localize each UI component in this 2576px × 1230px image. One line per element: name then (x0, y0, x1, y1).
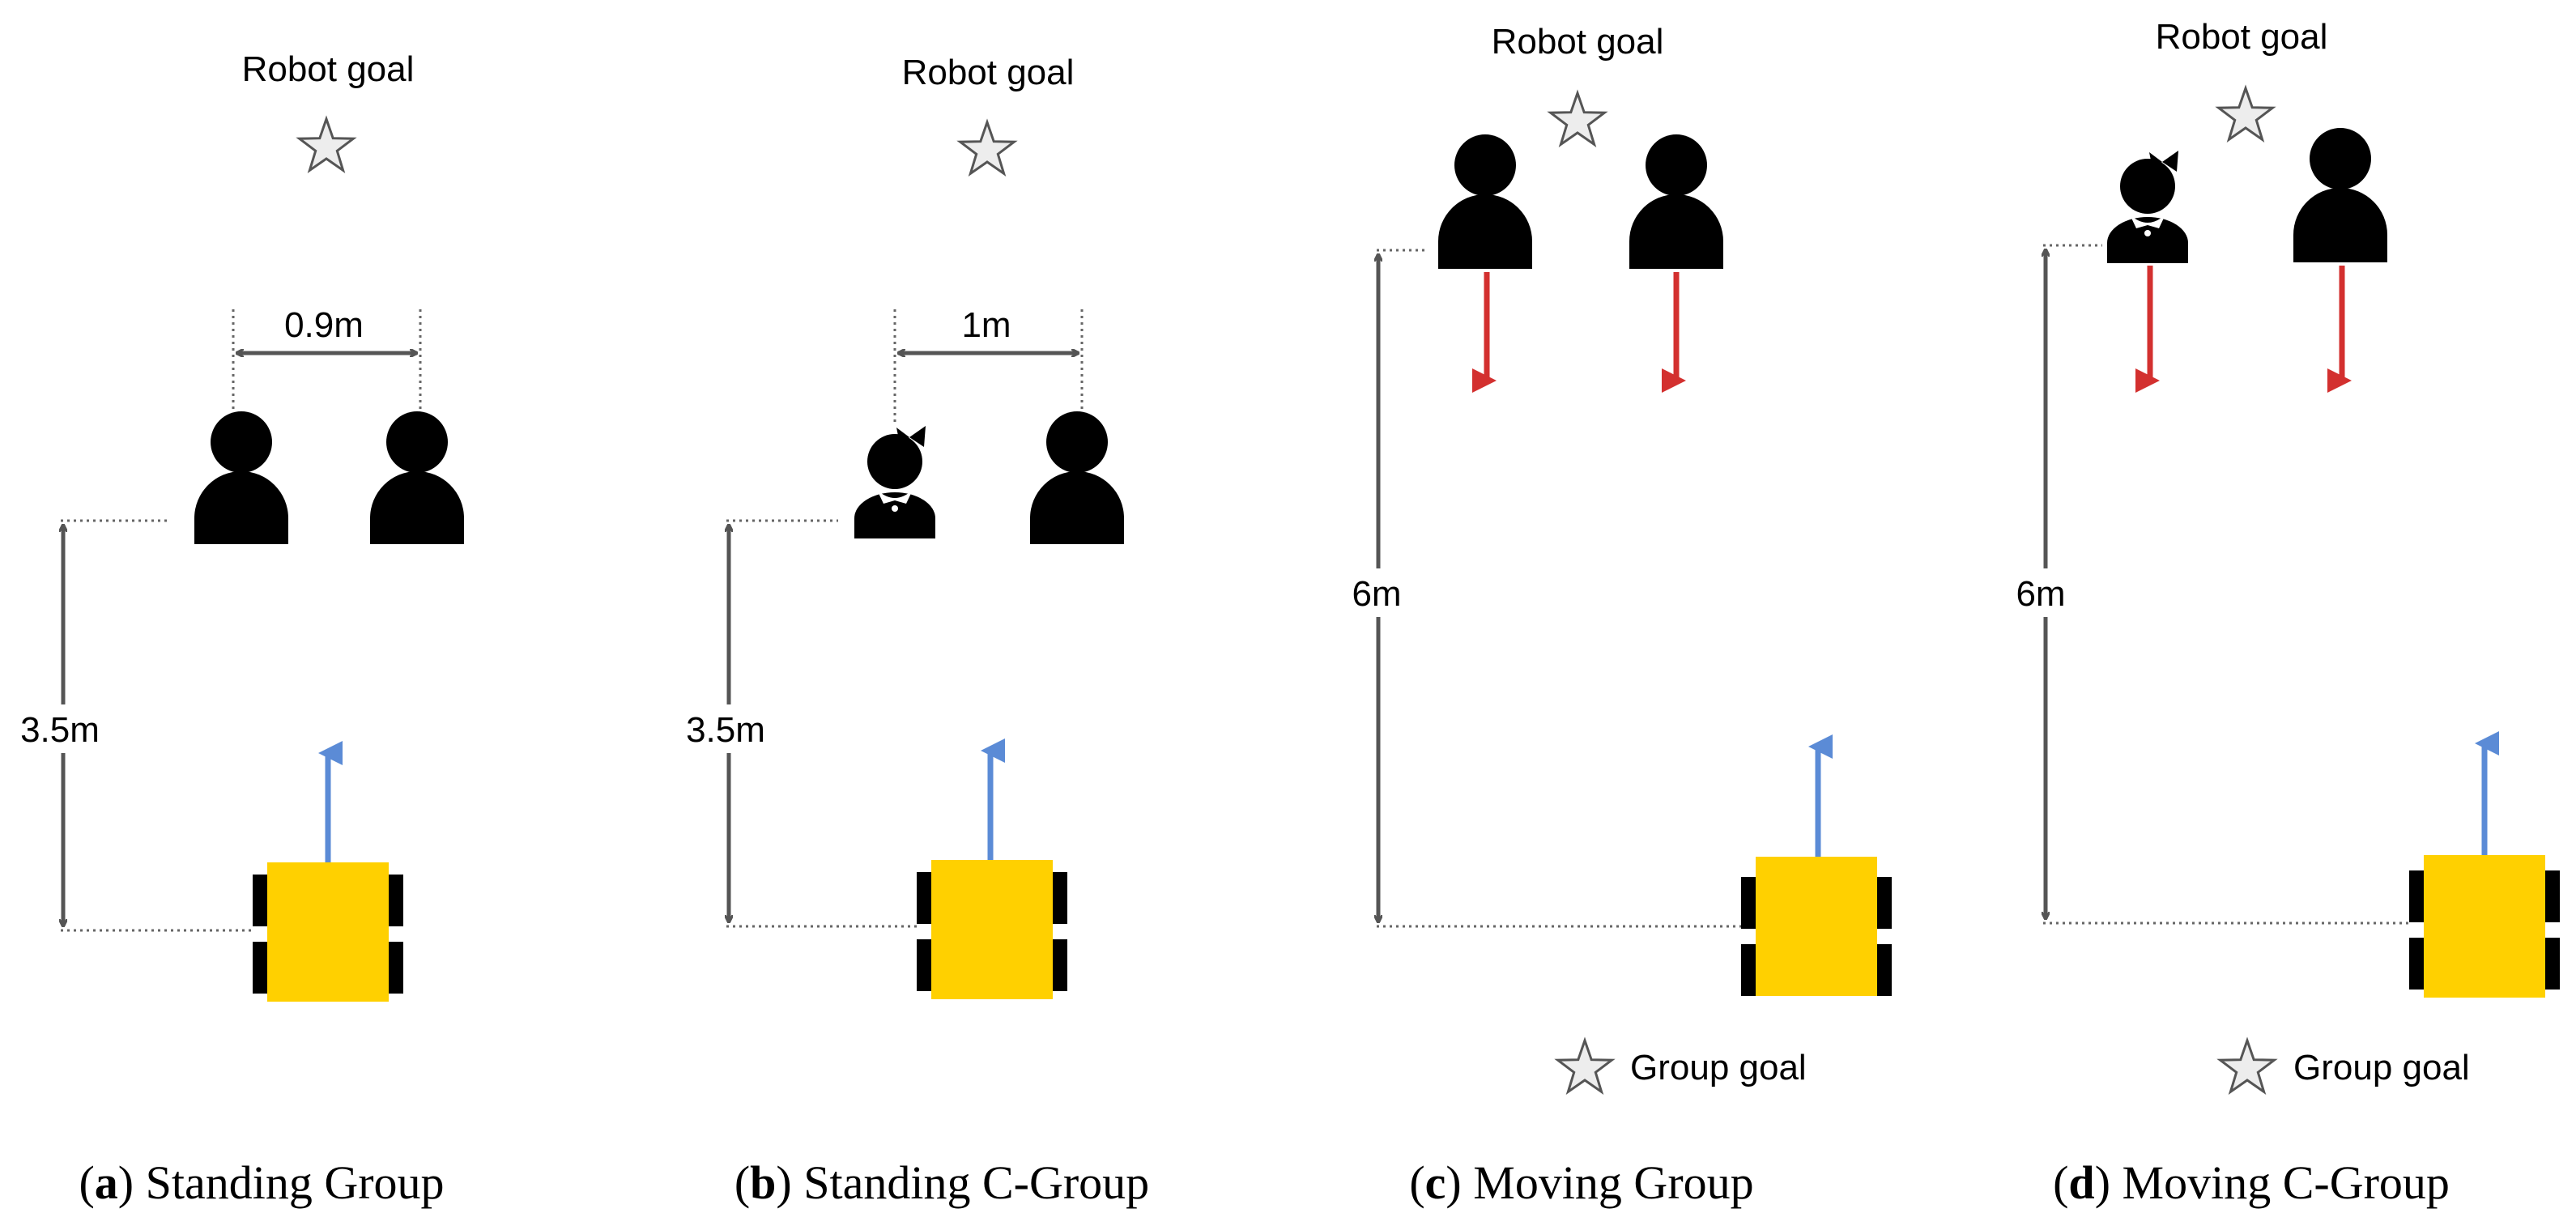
person-icon (1438, 134, 1532, 269)
panel-b: Robot goal 1m 3.5m (674, 53, 1149, 1209)
distance-label: 6m (2016, 574, 2065, 614)
panel-a: Robot goal 0.9m 3.5m (a) (8, 49, 464, 1209)
star-icon (298, 117, 355, 172)
caption-d: (d) Moving C-Group (2053, 1156, 2450, 1209)
caption-a: (a) Standing Group (79, 1156, 444, 1209)
robot-goal-label: Robot goal (2156, 17, 2328, 57)
gap-label: 0.9m (284, 305, 364, 345)
distance-label: 3.5m (20, 710, 100, 750)
caption-b: (b) Standing C-Group (734, 1156, 1149, 1209)
robot-icon (2409, 855, 2560, 998)
label-bg (2002, 568, 2087, 617)
person-icon (370, 411, 464, 544)
label-bg (8, 704, 113, 753)
group-goal-label: Group goal (1630, 1048, 1807, 1087)
star-icon (1556, 1039, 1613, 1093)
gap-label: 1m (961, 305, 1011, 345)
star-icon (1549, 92, 1606, 146)
person-icon (1030, 411, 1124, 544)
robot-icon (253, 862, 403, 1002)
girl-icon (854, 426, 935, 538)
panel-d: Robot goal 6m Group go (2002, 17, 2560, 1209)
star-icon (2217, 87, 2274, 141)
robot-icon (1741, 857, 1892, 996)
label-bg (674, 704, 779, 753)
caption-c: (c) Moving Group (1409, 1156, 1753, 1209)
group-goal-label: Group goal (2293, 1048, 2470, 1087)
distance-label: 3.5m (686, 710, 765, 750)
robot-goal-label: Robot goal (1492, 22, 1664, 62)
distance-label: 6m (1352, 574, 1401, 614)
star-icon (959, 121, 1015, 175)
label-bg (1336, 568, 1421, 617)
person-icon (1629, 134, 1723, 269)
robot-icon (917, 860, 1067, 999)
robot-goal-label: Robot goal (902, 53, 1075, 92)
robot-goal-label: Robot goal (242, 49, 415, 89)
star-icon (2219, 1039, 2276, 1093)
panel-c: Robot goal 6m Group goal (c) Moving Grou… (1336, 22, 1892, 1209)
person-icon (194, 411, 288, 544)
person-icon (2293, 128, 2387, 262)
girl-icon (2107, 151, 2188, 263)
